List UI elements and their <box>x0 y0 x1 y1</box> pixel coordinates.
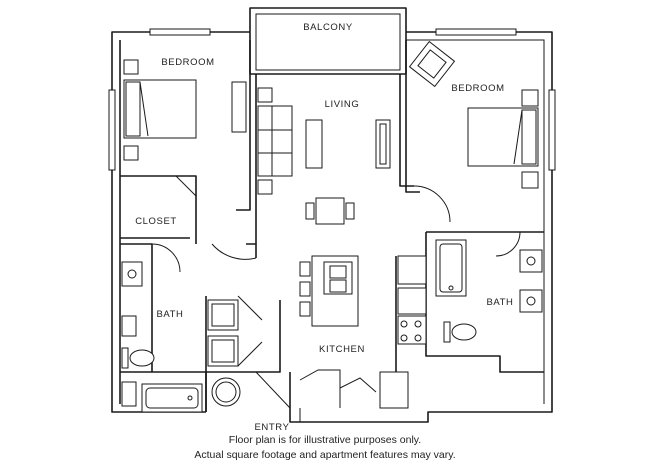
armchair <box>408 40 456 88</box>
furniture-kitchen <box>299 255 427 409</box>
vanity-sink-right-2 <box>519 289 543 313</box>
label-bath-left: BATH <box>156 309 183 320</box>
vanity-sink-left <box>121 261 143 287</box>
range <box>397 315 427 345</box>
tv-console <box>375 119 391 169</box>
furniture-right-bedroom <box>408 40 539 189</box>
dresser-left <box>231 81 247 133</box>
toilet-right <box>451 323 477 341</box>
dining-table <box>315 197 345 225</box>
label-bedroom-right: BEDROOM <box>451 83 504 94</box>
label-bedroom-left: BEDROOM <box>161 57 214 68</box>
balcony-outline <box>249 7 407 75</box>
disclaimer-line-2: Actual square footage and apartment feat… <box>194 449 456 461</box>
furniture-left-bedroom <box>123 59 247 161</box>
disclaimer-line-1: Floor plan is for illustrative purposes … <box>228 434 422 446</box>
fridge <box>397 255 427 285</box>
label-balcony: BALCONY <box>303 22 353 33</box>
furniture-living <box>257 87 391 225</box>
kitchen-island <box>311 255 359 327</box>
label-entry: ENTRY <box>254 422 289 433</box>
coffee-table <box>305 119 323 169</box>
vanity-sink-right-1 <box>519 249 543 273</box>
furniture-bath-right <box>435 239 543 343</box>
shower-right <box>435 239 467 297</box>
windows <box>108 28 556 171</box>
label-closet: CLOSET <box>135 216 177 227</box>
dryer <box>207 335 239 367</box>
label-kitchen: KITCHEN <box>319 344 365 355</box>
sofa <box>257 105 293 177</box>
label-bath-right: BATH <box>486 297 513 308</box>
toilet-left <box>129 349 155 367</box>
interior-walls <box>120 40 544 422</box>
label-living: LIVING <box>325 99 360 110</box>
furniture-laundry <box>207 295 263 407</box>
room-labels: BALCONY LIVING BEDROOM BEDROOM CLOSET BA… <box>135 22 513 433</box>
washer <box>207 299 239 331</box>
furniture-bath-left <box>121 261 203 413</box>
